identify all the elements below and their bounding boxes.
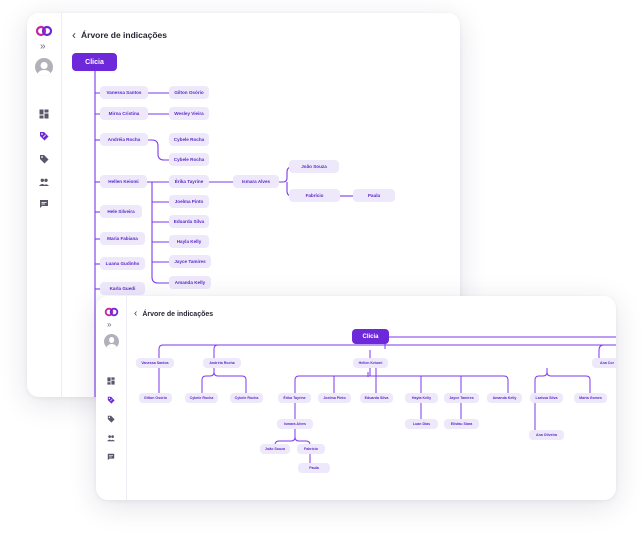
tree-node[interactable]: Amanda Kelly [169,276,211,289]
tree-node[interactable]: Luana Gudinho [100,257,145,270]
tree-node[interactable]: Hayla Kelly [405,393,438,403]
tree-node[interactable]: Eduarda Silva [360,393,393,403]
chat-icon[interactable] [107,453,115,461]
tree-node-root[interactable]: Clicia [352,329,389,344]
tree-window-front: » ‹ Árvore de indicações [96,296,616,500]
tree-node-root[interactable]: Clicia [72,53,117,71]
avatar[interactable] [104,334,119,349]
chat-icon[interactable] [39,199,49,209]
tree-node[interactable]: Érika Tayrine [278,393,311,403]
tree-node[interactable]: Elisfau Siara [444,419,479,429]
sidebar: » [27,13,62,397]
tag-icon[interactable] [39,154,49,164]
people-icon[interactable] [39,177,49,187]
tree-node[interactable]: Gilton Osório [169,86,209,99]
back-arrow-icon[interactable]: ‹ [134,308,138,319]
tree-node[interactable]: Andréia Rocha [100,133,148,146]
sidebar: » [96,296,127,500]
tree-node[interactable]: Ana Oliveira [529,430,564,440]
tree-node[interactable]: Hellen Keiomi [100,175,147,188]
tree-node[interactable]: Paula [353,189,395,202]
tree-node[interactable]: Gilton Osório [139,393,172,403]
tree-node[interactable]: Vanessa Santos [100,86,148,99]
tree-node[interactable]: Luan Dias [405,419,438,429]
tree-node[interactable]: Wesley Vieira [169,107,209,120]
back-arrow-icon[interactable]: ‹ [72,28,76,42]
tree-node[interactable]: Paula [298,463,330,473]
tree-node[interactable]: Marta Gomes [574,393,607,403]
tree-node[interactable]: Mirna Cristina [100,107,148,120]
tree-node[interactable]: Larissa Silva [530,393,563,403]
page-header: ‹ Árvore de indicações [72,29,167,41]
tag-discount-icon[interactable] [107,396,115,404]
tree-node[interactable]: Vanessa Santos [136,358,174,368]
tree-node[interactable]: Hayla Kelly [169,235,209,248]
dashboard-icon[interactable] [107,377,115,385]
expand-sidebar-icon[interactable]: » [107,320,112,329]
tree-node[interactable]: João Souza [289,160,339,173]
tree-node[interactable]: Jayce Tamires [169,255,211,268]
tree-node[interactable]: Andréia Rocha [203,358,241,368]
tree-node[interactable]: Amanda Kelly [487,393,522,403]
tree-connectors [158,336,616,463]
tag-discount-icon[interactable] [39,131,49,141]
expand-sidebar-icon[interactable]: » [40,41,46,52]
tree-node[interactable]: Cybele Rocha [169,133,209,146]
page-title: Árvore de indicações [81,30,167,40]
app-logo-icon [104,307,119,317]
app-logo-icon [35,25,53,37]
tree-node[interactable]: Karla Guedi [100,282,145,295]
tree-node[interactable]: João Souza [260,444,290,454]
tree-node[interactable]: Joelma Pinto [169,195,209,208]
tree-node[interactable]: Eduarda Silva [169,215,209,228]
page-header: ‹ Árvore de indicações [134,309,213,319]
tree-node[interactable]: Fabrício [297,444,325,454]
tree-node[interactable]: Cybele Rocha [169,153,209,166]
tree-node[interactable]: Ismara Alves [277,419,313,429]
tag-icon[interactable] [107,415,115,423]
tree-node[interactable]: Hele Silveira [100,205,142,218]
tree-node[interactable]: Joelma Pinto [318,393,351,403]
tree-node[interactable]: Hellen Keiomi [353,358,388,368]
tree-node[interactable]: Ismara Alves [233,175,279,188]
tree-node[interactable]: Maria Fabiana [100,232,145,245]
tree-node[interactable]: Fabrício [289,189,340,202]
tree-node[interactable]: Cybele Rocha [230,393,263,403]
tree-node[interactable]: Cybele Rocha [185,393,218,403]
people-icon[interactable] [107,434,115,442]
avatar[interactable] [35,58,53,76]
tree-node[interactable]: Jayce Tamires [444,393,479,403]
page-title: Árvore de indicações [142,310,214,318]
tree-node[interactable]: Érika Tayrine [169,175,209,188]
tree-node[interactable]: Ana Cor [592,358,616,368]
dashboard-icon[interactable] [39,109,49,119]
